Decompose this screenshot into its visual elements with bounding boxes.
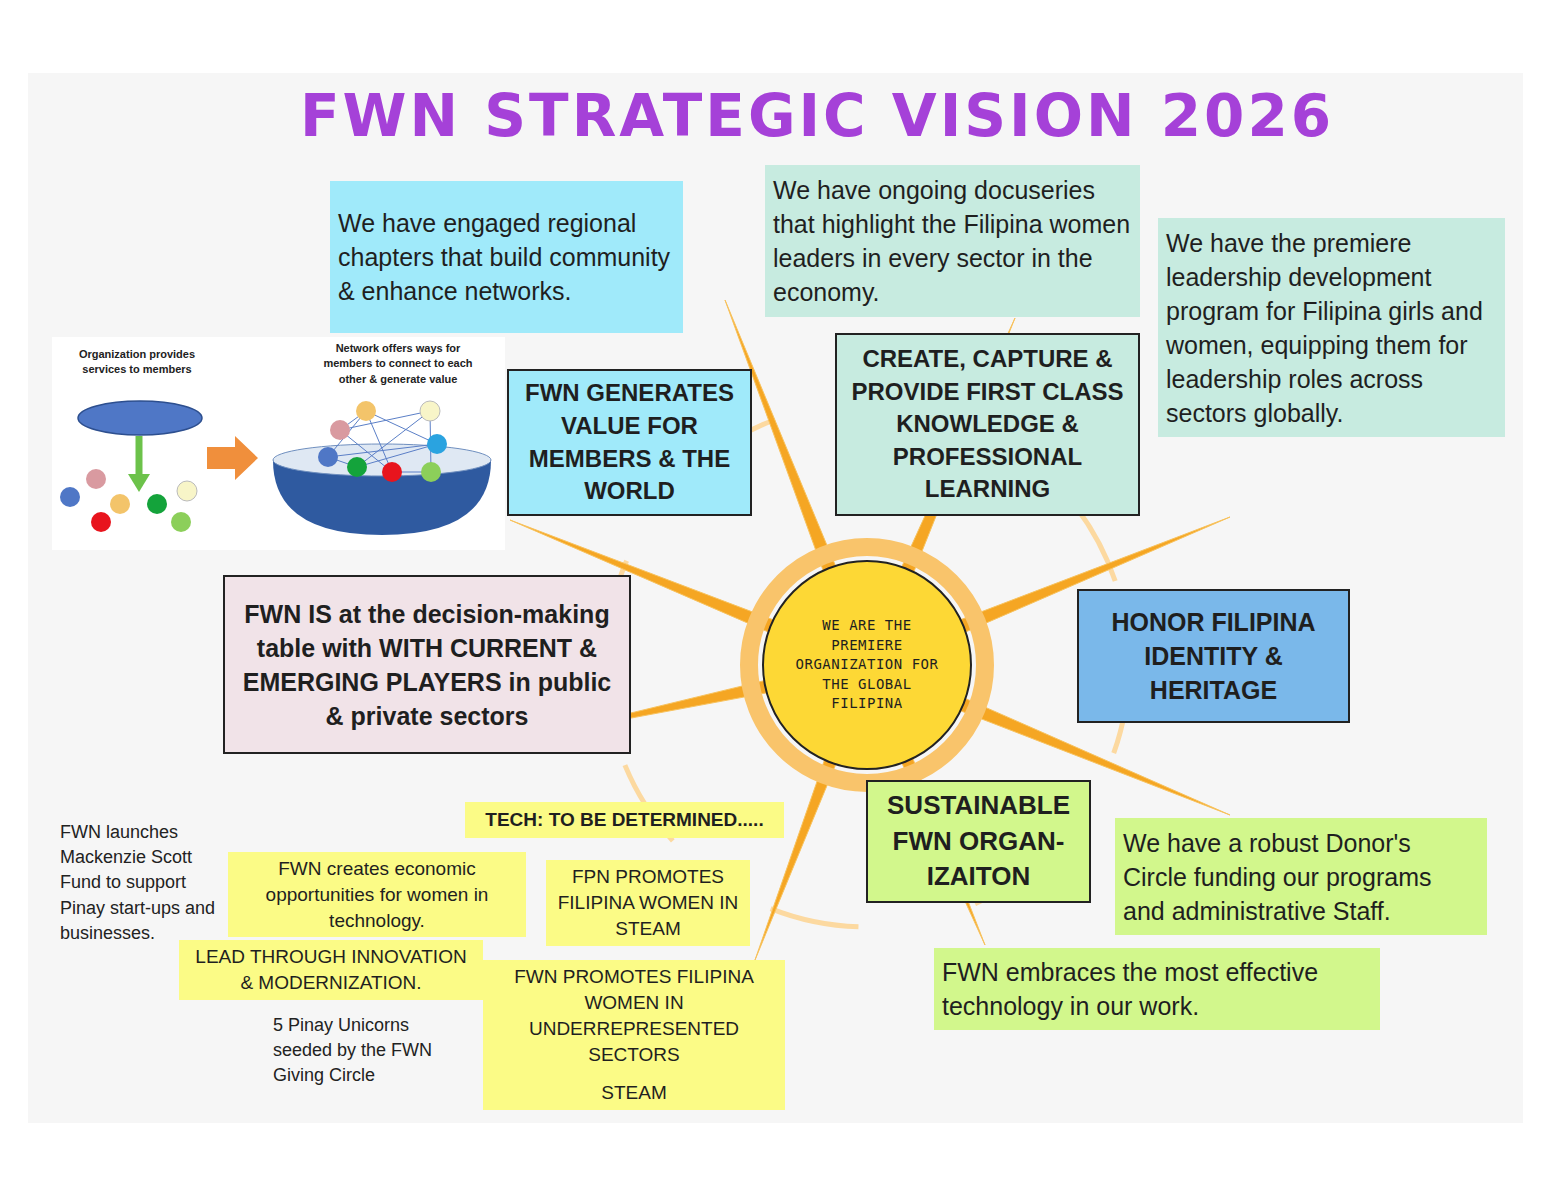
- goal-note: FWN PROMOTES FILIPINA WOMEN IN UNDERREPR…: [483, 960, 785, 1110]
- theme-box: FWN IS at the decision-making table with…: [223, 575, 631, 754]
- node-text: We have engaged regional chapters that b…: [338, 206, 675, 308]
- node-text: STEAM: [491, 1080, 777, 1106]
- node-text: We have ongoing docuseries that highligh…: [773, 173, 1132, 309]
- illustration-caption: Organization provides services to member…: [72, 347, 202, 378]
- theme-box: SUSTAINABLE FWN ORGAN- IZAITON: [866, 780, 1091, 903]
- node-text: We have a robust Donor's Circle funding …: [1123, 826, 1479, 928]
- page-panel: [28, 73, 1523, 1123]
- network-illustration: [52, 337, 505, 550]
- node-text: HONOR FILIPINA IDENTITY & HERITAGE: [1087, 605, 1340, 707]
- goal-note: FPN PROMOTES FILIPINA WOMEN IN STEAM: [546, 860, 750, 946]
- theme-box: CREATE, CAPTURE & PROVIDE FIRST CLASS KN…: [835, 333, 1140, 516]
- goal-note: We have engaged regional chapters that b…: [330, 181, 683, 333]
- theme-box: HONOR FILIPINA IDENTITY & HERITAGE: [1077, 589, 1350, 723]
- node-text: TECH: TO BE DETERMINED.....: [473, 807, 776, 833]
- diagram-title: FWN STRATEGIC VISION 2026: [300, 82, 1334, 150]
- goal-note: We have the premiere leadership developm…: [1158, 218, 1505, 437]
- node-text: We have the premiere leadership developm…: [1166, 226, 1497, 430]
- node-text: FWN GENERATES VALUE FOR MEMBERS & THE WO…: [517, 377, 742, 508]
- node-text: FWN creates economic opportunities for w…: [236, 856, 518, 933]
- theme-box: FWN GENERATES VALUE FOR MEMBERS & THE WO…: [507, 369, 752, 516]
- theme-note: TECH: TO BE DETERMINED.....: [465, 802, 784, 838]
- node-text: SUSTAINABLE FWN ORGAN- IZAITON: [876, 788, 1081, 894]
- goal-note: We have ongoing docuseries that highligh…: [765, 165, 1140, 317]
- note-text: FWN launches Mackenzie Scott Fund to sup…: [60, 820, 226, 946]
- core-circle: WE ARE THE PREMIERE ORGANIZATION FOR THE…: [762, 560, 972, 770]
- illustration-caption: Network offers ways for members to conne…: [312, 341, 484, 387]
- note-text: 5 Pinay Unicorns seeded by the FWN Givin…: [273, 1013, 453, 1089]
- node-text: FWN PROMOTES FILIPINA WOMEN IN UNDERREPR…: [491, 964, 777, 1067]
- node-text: CREATE, CAPTURE & PROVIDE FIRST CLASS KN…: [845, 343, 1130, 506]
- node-text: WE ARE THE PREMIERE ORGANIZATION FOR THE…: [792, 616, 942, 714]
- node-text: FWN embraces the most effective technolo…: [942, 955, 1372, 1023]
- goal-note: We have a robust Donor's Circle funding …: [1115, 818, 1487, 935]
- goal-note: FWN embraces the most effective technolo…: [934, 948, 1380, 1030]
- goal-note: FWN creates economic opportunities for w…: [228, 852, 526, 937]
- node-text: FPN PROMOTES FILIPINA WOMEN IN STEAM: [554, 864, 742, 941]
- goal-note: LEAD THROUGH INNOVATION & MODERNIZATION.: [179, 940, 483, 1000]
- node-text: LEAD THROUGH INNOVATION & MODERNIZATION.: [187, 944, 475, 996]
- node-text: FWN IS at the decision-making table with…: [233, 597, 621, 733]
